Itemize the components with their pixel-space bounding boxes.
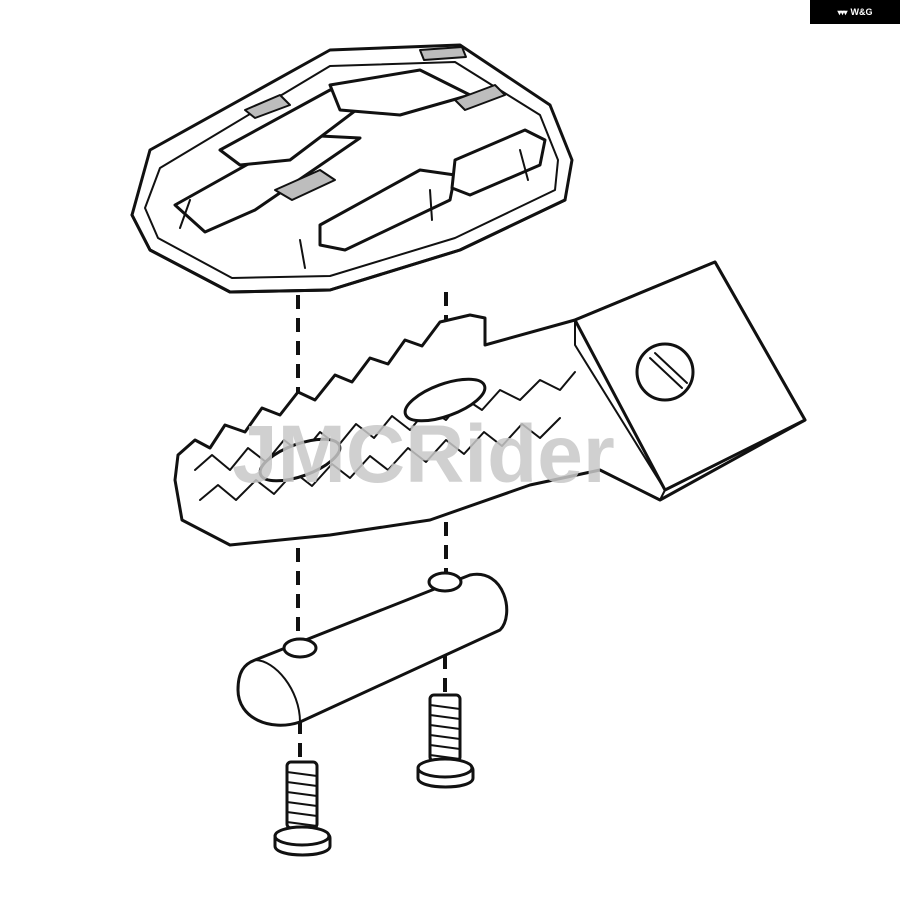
slot-right — [403, 377, 487, 423]
brand-logo-text: W&G — [850, 7, 873, 17]
footpeg-body — [173, 260, 807, 547]
mounting-bar — [236, 571, 509, 727]
brand-logo: ▾▾▾ W&G — [810, 0, 900, 24]
watermark-text: JMCRider — [232, 409, 615, 500]
bar-hole-right — [427, 571, 463, 593]
wings-icon: ▾▾▾ — [837, 7, 847, 17]
footpeg-tread-plate — [130, 43, 574, 294]
slot-left — [258, 437, 342, 483]
screw-left — [273, 760, 332, 857]
screw-right — [416, 693, 475, 789]
bar-hole-left — [282, 637, 318, 659]
